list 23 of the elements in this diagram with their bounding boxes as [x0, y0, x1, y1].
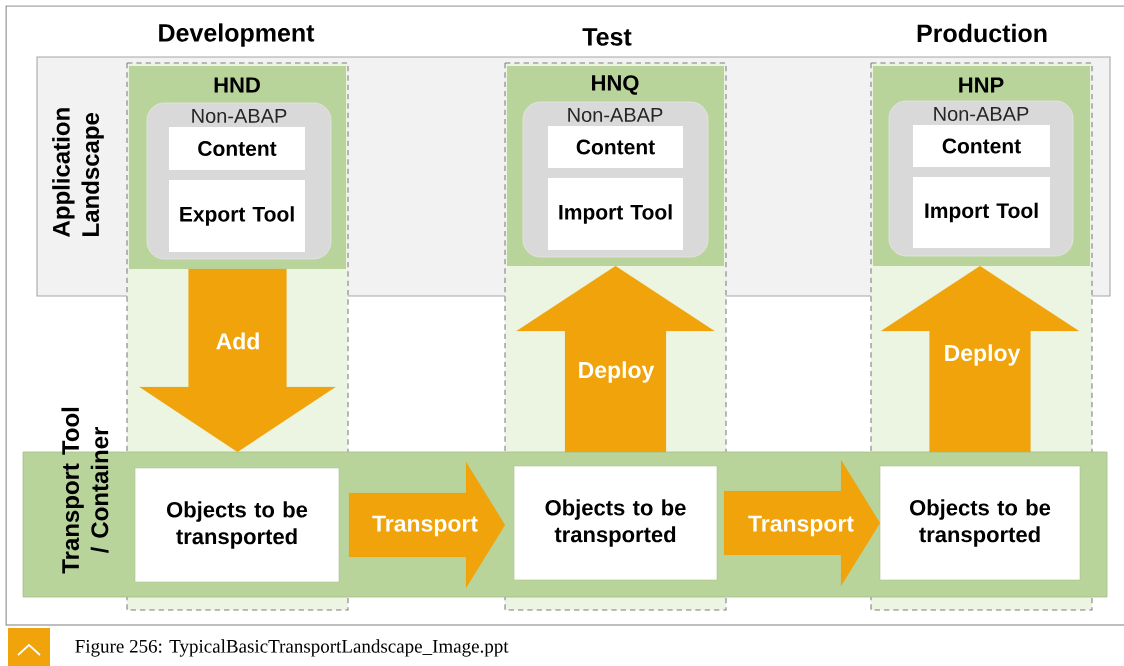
column-heading: Test [582, 28, 632, 46]
component-box: Content [169, 127, 305, 170]
component-box: Content [913, 125, 1050, 167]
component-box: Import Tool [548, 178, 683, 250]
object-box: Objects to be transported [513, 465, 718, 581]
block-arrow [139, 268, 336, 453]
object-box: Objects to be transported [879, 465, 1081, 581]
block-arrow [880, 265, 1080, 453]
edge-label: Deploy [579, 361, 655, 383]
block-arrow [516, 265, 715, 453]
column-heading: Development [159, 23, 315, 47]
component-box: Import Tool [913, 177, 1050, 248]
edge-label: Transport [372, 515, 478, 537]
block-arrow [723, 459, 881, 587]
caption-text: Figure 256: TypicalBasicTransportLandscape_Image.ppt [75, 639, 509, 657]
edge-label: Add [216, 332, 259, 350]
edge-label: Deploy [945, 344, 1021, 366]
object-box: Objects to be transported [134, 467, 340, 583]
component-box: Content [548, 126, 683, 168]
component-box: Export Tool [169, 180, 305, 252]
column-heading: Production [917, 23, 1047, 43]
edge-label: Transport [748, 515, 854, 537]
block-arrow [348, 461, 506, 589]
